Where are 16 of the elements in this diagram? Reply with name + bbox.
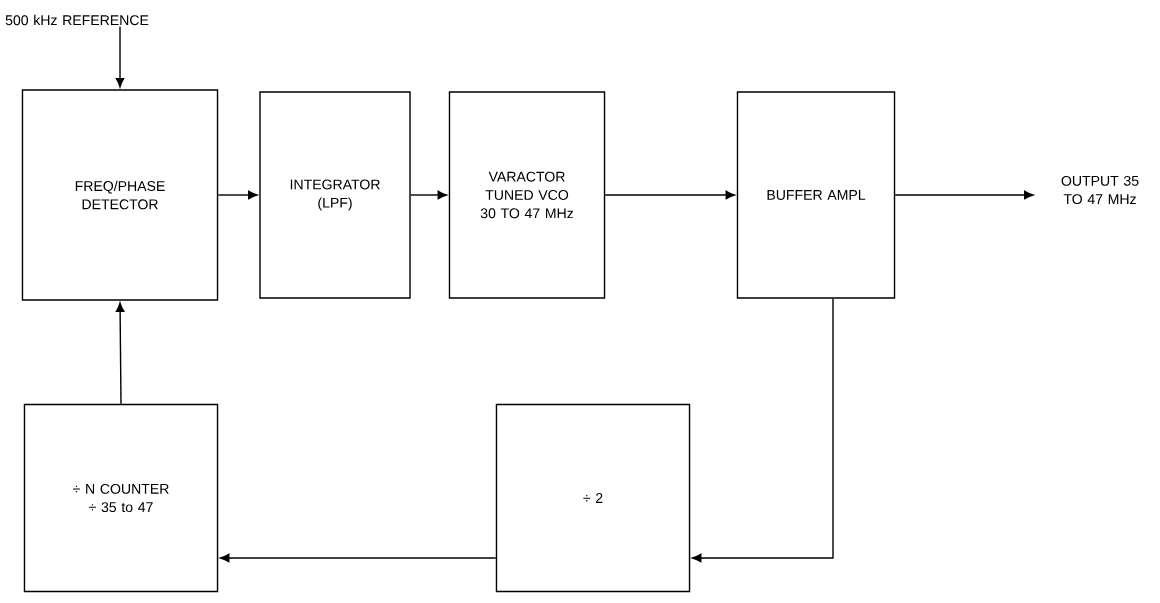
block-box: BUFFER AMPL <box>736 91 896 299</box>
block-box: ÷ N COUNTER ÷ 35 to 47 <box>23 403 219 593</box>
block-box: VARACTOR TUNED VCO 30 TO 47 MHz <box>448 91 606 299</box>
arrow <box>604 190 735 200</box>
arrow <box>220 553 497 563</box>
arrow <box>115 302 125 405</box>
block-box: INTEGRATOR (LPF) <box>259 91 411 299</box>
arrow <box>692 298 834 563</box>
block-box: ÷ 2 <box>495 403 691 593</box>
block-box: FREQ/PHASE DETECTOR <box>21 89 219 301</box>
arrow <box>894 190 1034 200</box>
arrow <box>115 26 125 88</box>
signal-label: 500 kHz REFERENCE <box>5 14 149 26</box>
arrow <box>217 190 258 200</box>
signal-label: OUTPUT 35 TO 47 MHz <box>1061 175 1139 205</box>
arrow <box>410 190 447 200</box>
